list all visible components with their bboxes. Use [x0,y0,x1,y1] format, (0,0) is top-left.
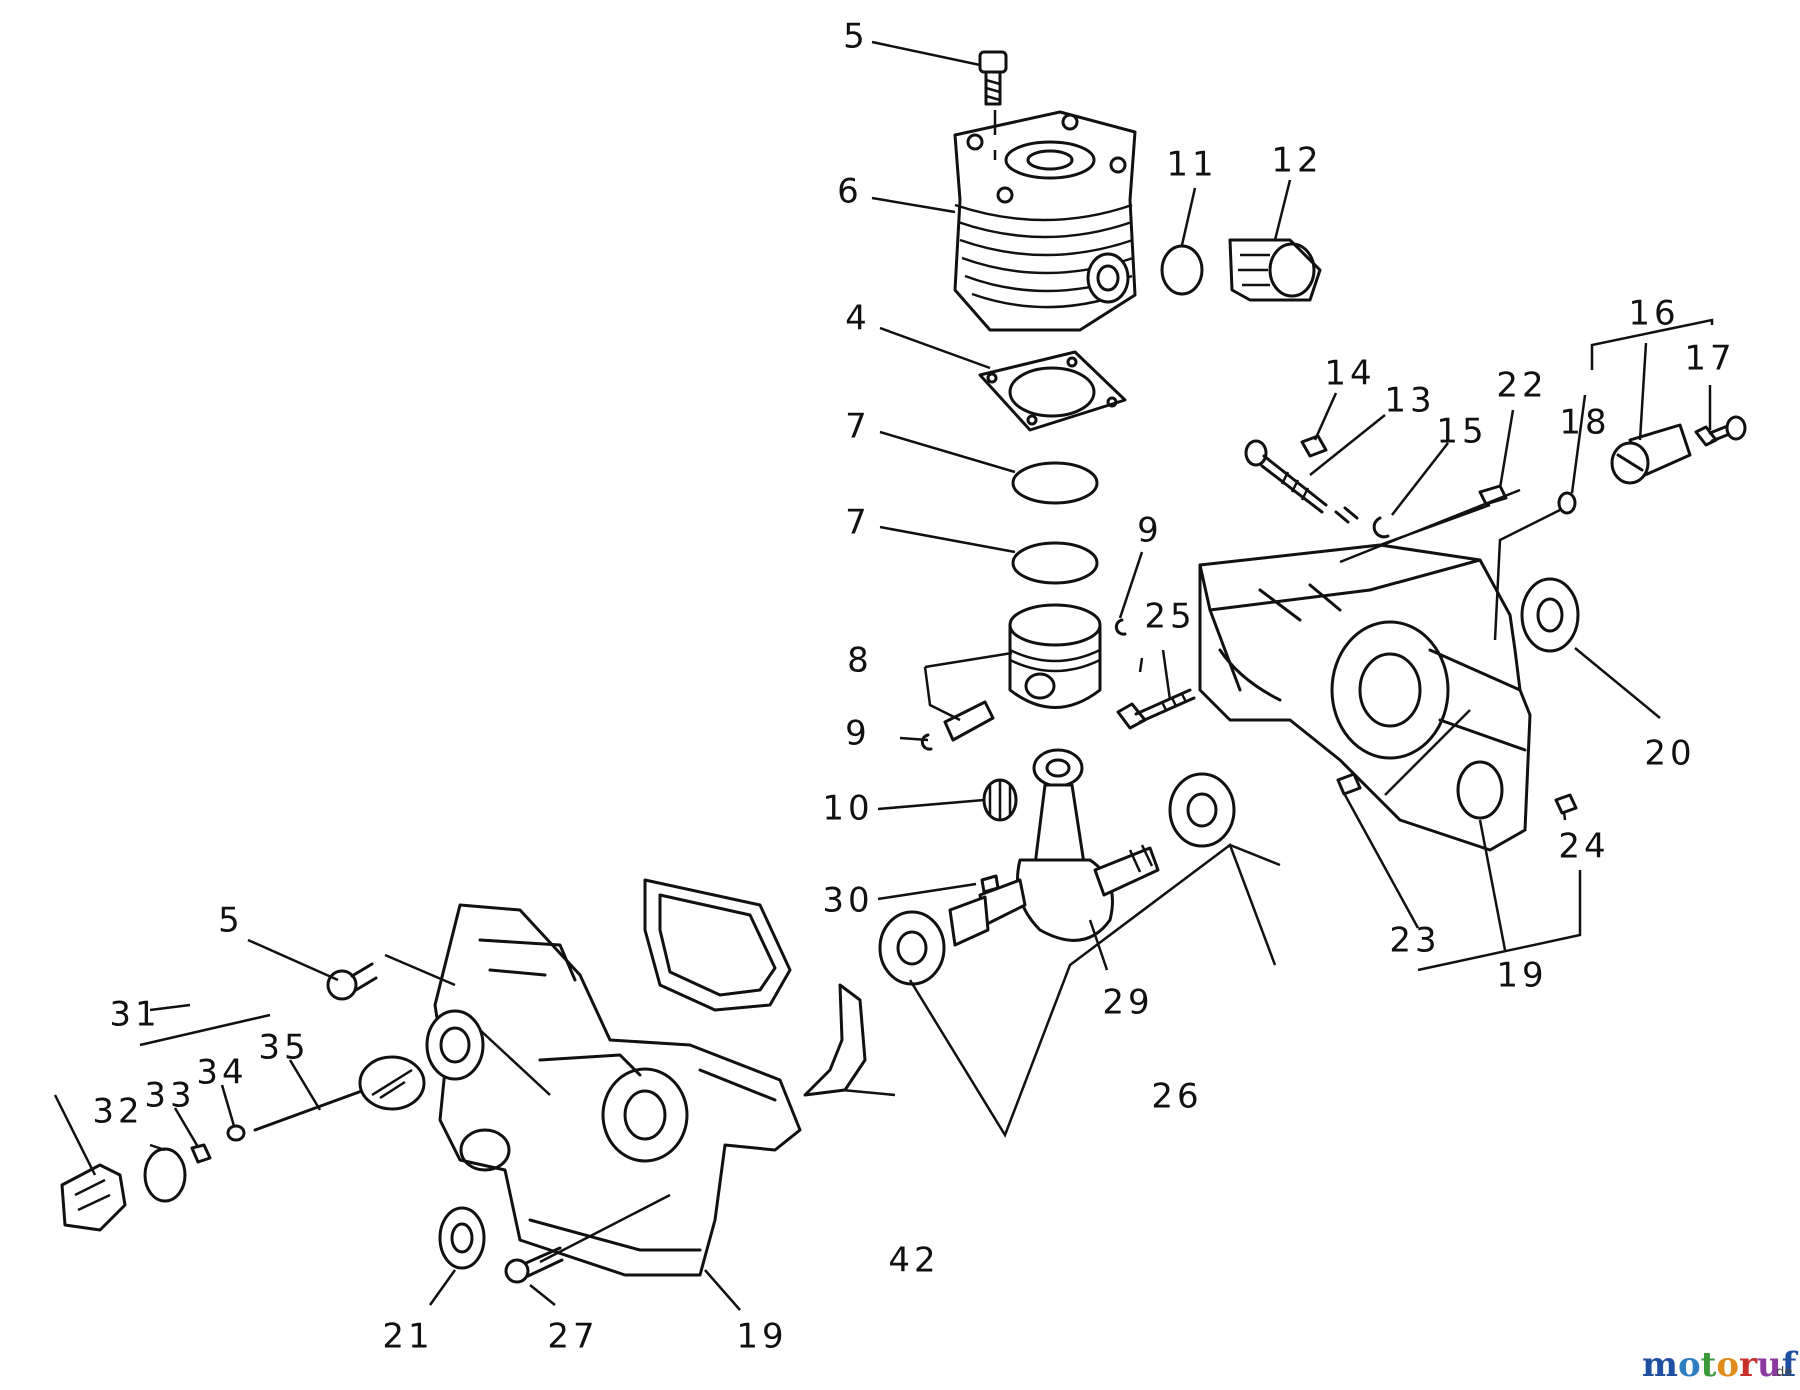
callout-31: 31 [109,995,160,1035]
part-25-bolt [1116,688,1196,730]
part-7-piston-rings [1011,461,1099,585]
callout-17: 17 [1684,339,1735,379]
part-12-intake-flange [1228,238,1322,302]
watermark-letter: o [1678,1345,1701,1385]
motoruf-watermark: motoruf .de [1642,1345,1799,1385]
callout-5: 5 [218,901,244,941]
callout-15: 15 [1436,412,1487,452]
part-4-cylinder-gasket [978,350,1127,432]
watermark-letter: o [1716,1345,1739,1385]
watermark-logo: motoruf [1642,1345,1799,1385]
part-9-circlip-lower [920,733,933,751]
callout-9: 9 [845,714,871,754]
callout-13: 13 [1384,381,1435,421]
callout-30: 30 [822,881,873,921]
part-5-cylinder-screw [978,50,1008,106]
part-13-adjust-screw [1244,439,1359,524]
callout-33: 33 [144,1076,195,1116]
part-10-needle-bearing [982,778,1018,822]
part-19-right-crankcase [1198,543,1532,852]
callout-9: 9 [1137,511,1163,551]
callout-27: 27 [547,1317,598,1357]
callout-5: 5 [843,17,869,57]
callout-19: 19 [736,1317,787,1357]
part-31-oil-pump [60,1163,127,1232]
callout-14: 14 [1324,354,1375,394]
callout-6: 6 [837,172,863,212]
callout-32: 32 [92,1092,143,1132]
watermark-letter: f [1782,1345,1799,1385]
callout-4: 4 [845,299,871,339]
part-8-piston [943,603,1102,742]
part-16-bushing [1610,423,1692,485]
part-30-key [980,874,1000,894]
callout-19: 19 [1496,956,1547,996]
callout-20: 20 [1644,734,1695,774]
callout-22: 22 [1496,366,1547,406]
callout-labels: 5 6 11 12 4 7 7 8 9 9 25 10 30 29 26 14 … [92,17,1735,1357]
part-19-left-crankcase [425,903,802,1277]
part-18-washer [1557,491,1577,515]
part-33-clip [190,1143,212,1164]
part-34-nozzle [226,1124,246,1142]
callout-21: 21 [382,1317,433,1357]
callout-11: 11 [1166,145,1217,185]
part-42-gasket [643,878,867,1097]
callout-26: 26 [1151,1077,1202,1117]
part-6-cylinder [953,110,1137,332]
callout-25: 25 [1144,597,1195,637]
part-14-nut [1300,434,1328,458]
callout-23: 23 [1389,921,1440,961]
watermark-letter: m [1642,1345,1678,1385]
watermark-letter: t [1701,1345,1717,1385]
watermark-letter: r [1739,1345,1758,1385]
callout-7: 7 [845,503,871,543]
part-24-sleeve [1554,793,1578,815]
callout-24: 24 [1558,827,1609,867]
callout-10: 10 [822,789,873,829]
part-15-clip [1372,516,1390,539]
part-20-seal [1520,577,1580,653]
callout-8: 8 [847,641,873,681]
leader-lines [53,40,1714,1311]
part-29-crankshaft [948,748,1160,947]
callout-34: 34 [196,1053,247,1093]
part-21-seal [438,1206,486,1270]
part-11-o-ring [1160,244,1204,296]
callout-42: 42 [888,1241,939,1281]
callout-16: 16 [1628,294,1679,334]
part-32-o-ring [143,1147,187,1203]
part-27-bolt [504,1246,564,1284]
part-9-circlip-upper [1114,618,1127,636]
callout-7: 7 [845,407,871,447]
watermark-suffix: .de [1772,1365,1792,1380]
part-23-sleeve [1336,772,1362,796]
part-17-screw [1694,415,1747,447]
part-5-screw-lower [326,962,378,1001]
watermark-letter: u [1757,1345,1782,1385]
callout-12: 12 [1271,141,1322,181]
callout-35: 35 [258,1028,309,1068]
parts-drawing [60,50,1747,1284]
part-35-filter [253,1055,426,1132]
callout-29: 29 [1102,983,1153,1023]
callout-18: 18 [1559,403,1610,443]
